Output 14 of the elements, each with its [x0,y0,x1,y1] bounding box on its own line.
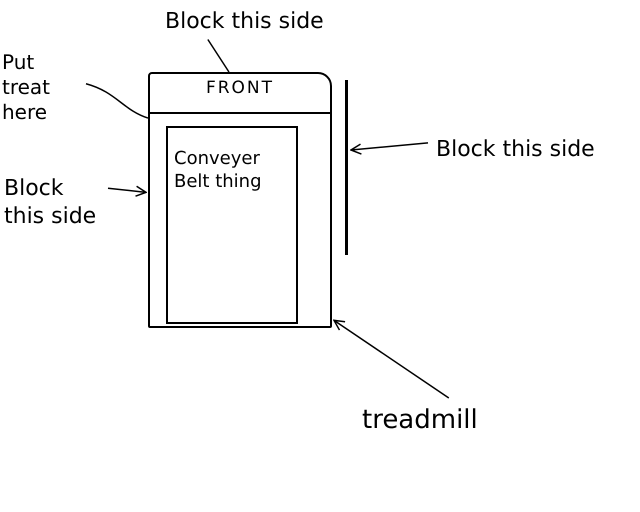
leader-line [86,83,148,119]
front-strip: FRONT [148,72,332,114]
handwritten-note: Block this side [4,175,104,230]
arrow [350,142,428,155]
belt-panel: Conveyer Belt thing [166,126,298,324]
leader-line [207,39,230,72]
handwritten-note: treadmill [362,404,478,436]
arrow [333,320,450,399]
side-bar [345,80,348,255]
handwritten-note: Block this side [165,8,324,36]
handwritten-note: Block this side [436,136,595,164]
handwritten-note: Put treat here [2,50,86,125]
frame-outline [148,72,332,328]
arrow [108,186,147,197]
